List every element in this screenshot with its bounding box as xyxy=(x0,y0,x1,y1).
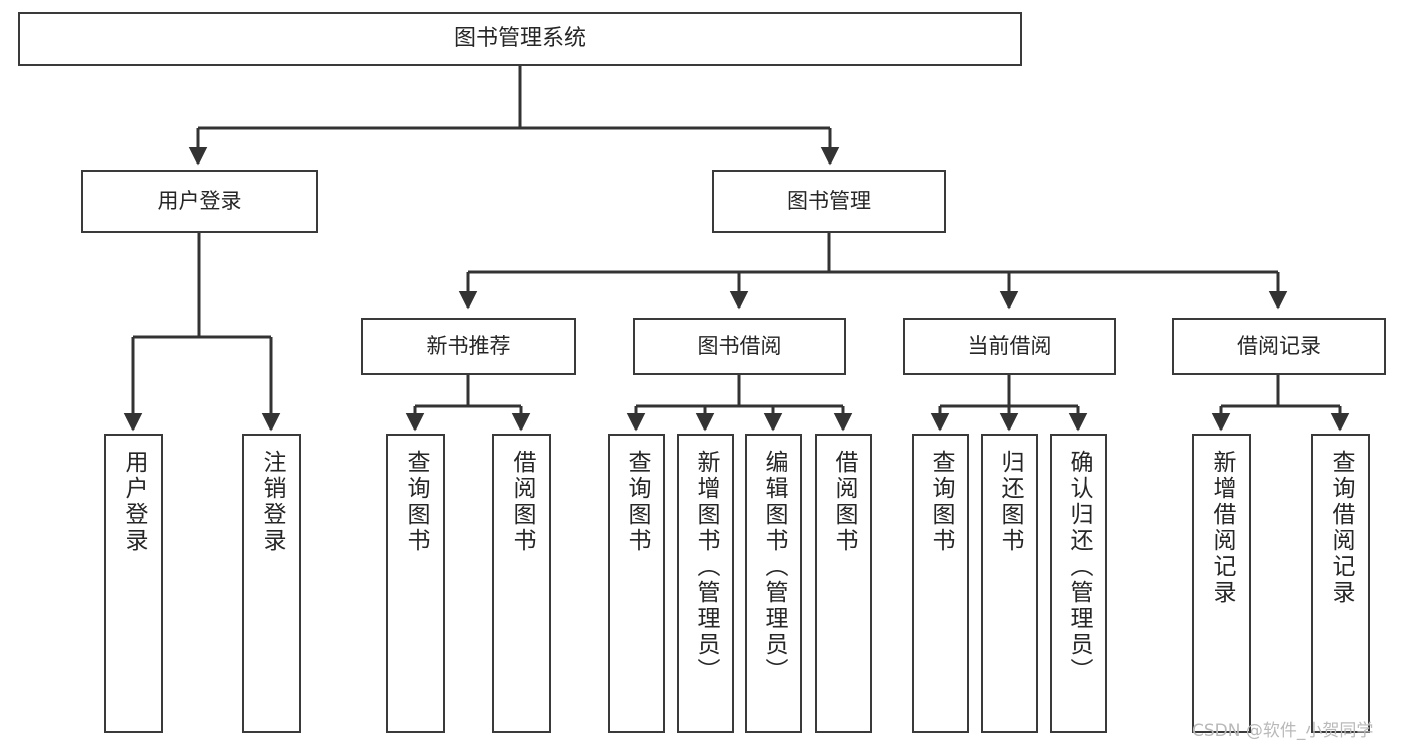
node-label: 查询图书 xyxy=(624,450,650,554)
leaf-borrow-record-0[interactable]: 新增借阅记录 xyxy=(1192,434,1251,733)
node-label: 查询借阅记录 xyxy=(1328,450,1354,606)
leaf-current-borrow-0[interactable]: 查询图书 xyxy=(912,434,969,733)
node-label: 新增图书（管理员） xyxy=(693,450,719,684)
node-label: 确认归还（管理员） xyxy=(1066,450,1092,684)
node-label: 图书管理 xyxy=(787,188,871,213)
node-user-login[interactable]: 用户登录 xyxy=(81,170,318,233)
node-new-book-recommend[interactable]: 新书推荐 xyxy=(361,318,576,375)
leaf-borrow-record-1[interactable]: 查询借阅记录 xyxy=(1311,434,1370,733)
leaf-book-borrow-3[interactable]: 借阅图书 xyxy=(815,434,872,733)
node-label: 新书推荐 xyxy=(426,333,511,358)
node-label: 图书借阅 xyxy=(697,333,782,358)
node-label: 查询图书 xyxy=(403,450,429,554)
leaf-current-borrow-1[interactable]: 归还图书 xyxy=(981,434,1038,733)
node-label: 图书管理系统 xyxy=(453,25,586,51)
leaf-book-borrow-2[interactable]: 编辑图书（管理员） xyxy=(745,434,802,733)
leaf-book-borrow-0[interactable]: 查询图书 xyxy=(608,434,665,733)
node-label: 借阅图书 xyxy=(831,450,857,554)
node-label: 归还图书 xyxy=(997,450,1023,554)
node-label: 当前借阅 xyxy=(967,333,1052,358)
leaf-book-borrow-1[interactable]: 新增图书（管理员） xyxy=(677,434,734,733)
node-borrow-record[interactable]: 借阅记录 xyxy=(1172,318,1386,375)
leaf-new-book-recommend-1[interactable]: 借阅图书 xyxy=(492,434,551,733)
node-label: 借阅图书 xyxy=(509,450,535,554)
node-current-borrow[interactable]: 当前借阅 xyxy=(903,318,1116,375)
leaf-new-book-recommend-0[interactable]: 查询图书 xyxy=(386,434,445,733)
node-label: 查询图书 xyxy=(928,450,954,554)
node-label: 新增借阅记录 xyxy=(1209,450,1235,606)
node-label: 用户登录 xyxy=(121,450,147,554)
node-label: 用户登录 xyxy=(157,188,242,213)
leaf-user-login-0[interactable]: 用户登录 xyxy=(104,434,163,733)
node-label: 编辑图书（管理员） xyxy=(761,450,787,684)
node-label: 注销登录 xyxy=(259,450,285,554)
csdn-watermark: CSDN @软件_小贺同学 xyxy=(1192,721,1374,741)
node-book-management[interactable]: 图书管理 xyxy=(712,170,946,233)
leaf-current-borrow-2[interactable]: 确认归还（管理员） xyxy=(1050,434,1107,733)
node-book-borrow[interactable]: 图书借阅 xyxy=(633,318,846,375)
node-label: 借阅记录 xyxy=(1237,333,1321,358)
node-root-system[interactable]: 图书管理系统 xyxy=(18,12,1022,66)
leaf-user-login-1[interactable]: 注销登录 xyxy=(242,434,301,733)
